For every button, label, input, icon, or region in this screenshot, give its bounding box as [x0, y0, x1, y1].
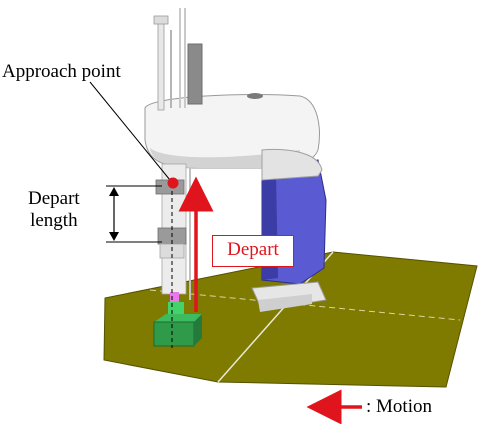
approach-point-marker [167, 177, 179, 189]
workpiece-side [194, 314, 202, 346]
robot-cable-duct [187, 43, 203, 105]
depart-length-label-line1: Depart [28, 188, 80, 209]
depart-label: Depart [212, 235, 294, 267]
depart-length-label: Depart length [28, 188, 80, 232]
tool-green-tip [168, 302, 184, 316]
depart-length-arrow-down [109, 232, 119, 241]
motion-legend-label: : Motion [366, 396, 432, 417]
depart-length-label-line2: length [30, 210, 78, 231]
spline-shaft-top [157, 19, 165, 111]
depart-length-arrow-up [109, 187, 119, 196]
robot-top-knob [247, 93, 263, 99]
workpiece [153, 321, 195, 347]
robot-elbow [261, 148, 323, 181]
tool-pink-part [170, 292, 179, 302]
robot-base-foot-plate [258, 294, 312, 312]
approach-point-label: Approach point [2, 61, 121, 82]
approach-leader-line [89, 81, 171, 181]
workpiece-top [154, 314, 202, 322]
shaft-cap [153, 15, 169, 25]
